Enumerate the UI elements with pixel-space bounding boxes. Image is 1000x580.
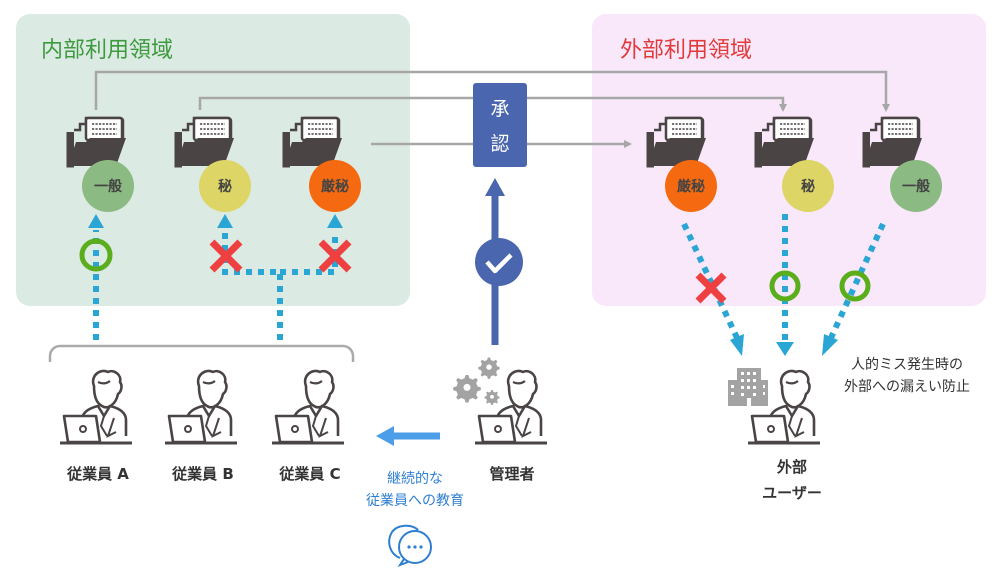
leak-note-line-1: 人的ミス発生時の — [851, 357, 963, 373]
employee-a-label: 従業員 A — [67, 465, 129, 483]
classification-badge: 一般 — [94, 178, 122, 195]
folder-icon — [862, 116, 924, 168]
employee-a-icon — [58, 369, 134, 445]
classification-badge: 秘 — [801, 178, 815, 195]
approval-label-2: 認 — [490, 133, 510, 155]
arrow-down-icon — [822, 334, 838, 356]
arrow-up-icon — [217, 214, 233, 228]
external-user-label-1: 外部 — [776, 458, 807, 476]
denied-cross-icon — [209, 239, 243, 273]
internal-zone-title: 内部利用領域 — [41, 38, 174, 63]
administrator-icon — [473, 369, 549, 445]
folder-icon — [66, 116, 128, 168]
folder-icon — [646, 116, 708, 168]
education-note: 継続的な 従業員への教育 — [350, 468, 480, 512]
classification-badge: 一般 — [902, 178, 930, 195]
external-folder-general: 一般 — [862, 116, 942, 212]
external-folder-secret: 秘 — [754, 116, 834, 212]
external-zone-title: 外部利用領域 — [620, 38, 753, 63]
approval-box: 承 認 — [473, 83, 527, 167]
arrow-up-icon — [485, 178, 505, 196]
internal-folder-general: 一般 — [66, 116, 134, 212]
connector-general — [94, 70, 890, 112]
arrow-left-icon — [376, 426, 394, 446]
denied-cross-icon — [695, 272, 727, 304]
education-note-line-2: 従業員への教育 — [366, 493, 464, 509]
folder-icon — [754, 116, 816, 168]
external-access-path-top-secret — [681, 222, 741, 342]
denied-cross-icon — [318, 239, 352, 273]
employee-b-icon — [163, 369, 239, 445]
allowed-circle-icon — [769, 270, 801, 302]
gears-icon — [453, 357, 500, 406]
arrow-up-icon — [88, 214, 104, 228]
arrow-down-icon — [730, 334, 744, 356]
approval-label-1: 承 — [490, 98, 510, 120]
checkmark-icon — [485, 253, 513, 274]
classification-badge: 秘 — [218, 178, 232, 195]
internal-folder-top-secret: 厳秘 — [282, 116, 361, 212]
chat-bubbles-icon — [388, 524, 432, 568]
employee-c-icon — [270, 369, 346, 445]
administrator-label: 管理者 — [489, 465, 535, 483]
external-folder-top-secret: 厳秘 — [646, 116, 717, 212]
classification-badge: 厳秘 — [677, 178, 705, 195]
external-user-label-2: ユーザー — [762, 484, 822, 502]
arrow-down-icon — [776, 342, 794, 356]
employee-b-label: 従業員 B — [172, 465, 234, 483]
internal-folder-secret: 秘 — [174, 116, 251, 212]
allowed-circle-icon — [79, 238, 113, 272]
checkmark-badge — [475, 238, 523, 286]
classification-badge: 厳秘 — [321, 178, 349, 195]
leak-prevention-note: 人的ミス発生時の 外部への漏えい防止 — [832, 354, 982, 398]
folder-icon — [282, 116, 344, 168]
folder-icon — [174, 116, 236, 168]
leak-note-line-2: 外部への漏えい防止 — [844, 379, 970, 395]
employee-c-label: 従業員 C — [279, 465, 341, 483]
employee-group-bracket — [48, 344, 355, 362]
external-access-path-general — [827, 222, 886, 342]
building-icon — [728, 368, 768, 406]
allowed-circle-icon — [839, 270, 871, 302]
education-note-line-1: 継続的な — [387, 471, 443, 487]
arrow-up-icon — [327, 214, 343, 228]
